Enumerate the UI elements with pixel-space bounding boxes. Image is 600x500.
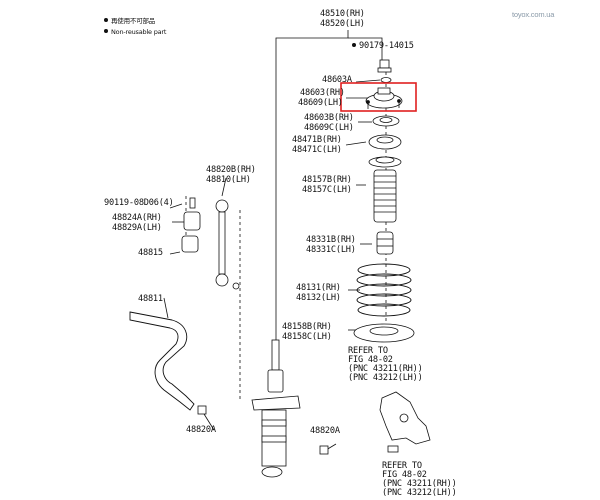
label-48331b-rh: 48331B(RH) bbox=[306, 235, 356, 245]
legend-text-2: Non-reusable part bbox=[111, 28, 167, 36]
legend-line-1: 再使用不可部品 bbox=[104, 18, 155, 25]
label-48157c-lh: 48157C(LH) bbox=[302, 185, 352, 195]
leader-48820a-left bbox=[203, 413, 215, 431]
label-48158b-rh: 48158B(RH) bbox=[282, 322, 332, 332]
ref1-line-1: REFER TO bbox=[348, 346, 388, 356]
leader-bolt bbox=[169, 203, 183, 209]
label-nut-90179: 90179-14015 bbox=[352, 42, 414, 51]
label-48510-rh: 48510(RH) bbox=[320, 9, 365, 19]
leader-48815 bbox=[169, 251, 181, 255]
ref1-line-4: (PNC 43212(LH)) bbox=[348, 373, 423, 383]
label-48331c-lh: 48331C(LH) bbox=[306, 245, 356, 255]
label-48820b-rh: 48820B(RH) bbox=[206, 165, 256, 175]
leader-48811 bbox=[163, 297, 169, 319]
label-48609c-lh: 48609C(LH) bbox=[304, 123, 354, 133]
label-48811: 48811 bbox=[138, 294, 163, 304]
label-48131-rh: 48131(RH) bbox=[296, 283, 341, 293]
label-48603-rh: 48603(RH) bbox=[300, 88, 345, 98]
top-nut-part bbox=[377, 59, 392, 73]
part-48603a bbox=[380, 77, 392, 83]
label-48820a-left: 48820A bbox=[186, 425, 216, 435]
upper-support-mount-part bbox=[365, 87, 403, 109]
ref2-line-2: FIG 48-02 bbox=[382, 470, 427, 480]
legend-text-1: 再使用不可部品 bbox=[111, 17, 156, 25]
label-48157b-rh: 48157B(RH) bbox=[302, 175, 352, 185]
label-48603b-rh: 48603B(RH) bbox=[304, 113, 354, 123]
legend-line-2: Non-reusable part bbox=[104, 29, 166, 36]
label-48815: 48815 bbox=[138, 248, 163, 258]
dust-boot-part bbox=[373, 169, 397, 223]
spring-upper-seat-part bbox=[368, 134, 402, 150]
bump-stopper-part bbox=[376, 231, 394, 255]
lower-insulator-part bbox=[353, 323, 415, 343]
label-48820a-right: 48820A bbox=[310, 426, 340, 436]
label-48609-lh: 48609(LH) bbox=[298, 98, 343, 108]
highlight-box bbox=[340, 82, 417, 112]
label-48810-lh: 48810(LH) bbox=[206, 175, 251, 185]
link-nuts-part bbox=[197, 405, 329, 455]
stabilizer-link-part bbox=[215, 199, 240, 290]
ref1-line-2: FIG 48-02 bbox=[348, 355, 393, 365]
watermark-text: toyox.com.ua bbox=[512, 10, 555, 19]
ref2-line-1: REFER TO bbox=[382, 461, 422, 471]
label-48471b-rh: 48471B(RH) bbox=[292, 135, 342, 145]
shock-absorber-part bbox=[251, 339, 301, 478]
coil-spring-part bbox=[356, 263, 412, 317]
label-nut-text: 90179-14015 bbox=[359, 41, 414, 51]
non-reusable-dot-icon bbox=[104, 18, 108, 22]
ref2-line-4: (PNC 43212(LH)) bbox=[382, 488, 457, 498]
label-48132-lh: 48132(LH) bbox=[296, 293, 341, 303]
non-reusable-nut-dot-icon bbox=[352, 43, 356, 47]
steering-knuckle-part bbox=[379, 391, 431, 453]
leader-48603a bbox=[355, 79, 381, 83]
label-48158c-lh: 48158C(LH) bbox=[282, 332, 332, 342]
ref1-line-3: (PNC 43211(RH)) bbox=[348, 364, 423, 374]
leader-48820b bbox=[221, 177, 227, 197]
label-48603a-top: 48603A bbox=[322, 75, 352, 85]
insulator-part bbox=[368, 156, 402, 168]
bearing-part bbox=[372, 115, 400, 127]
label-48520-lh: 48520(LH) bbox=[320, 19, 365, 29]
stabilizer-bushing-part bbox=[181, 197, 201, 253]
leader-48471 bbox=[345, 141, 367, 146]
label-bolt-90119: 90119-08D06(4) bbox=[104, 198, 174, 208]
stabilizer-bar-part bbox=[129, 311, 195, 411]
non-reusable-dot-icon-2 bbox=[104, 29, 108, 33]
label-48829a-lh: 48829A(LH) bbox=[112, 223, 162, 233]
label-48471c-lh: 48471C(LH) bbox=[292, 145, 342, 155]
assembly-leader-line bbox=[275, 30, 349, 352]
ref2-line-3: (PNC 43211(RH)) bbox=[382, 479, 457, 489]
nut-leader bbox=[348, 37, 383, 60]
label-48824a-rh: 48824A(RH) bbox=[112, 213, 162, 223]
